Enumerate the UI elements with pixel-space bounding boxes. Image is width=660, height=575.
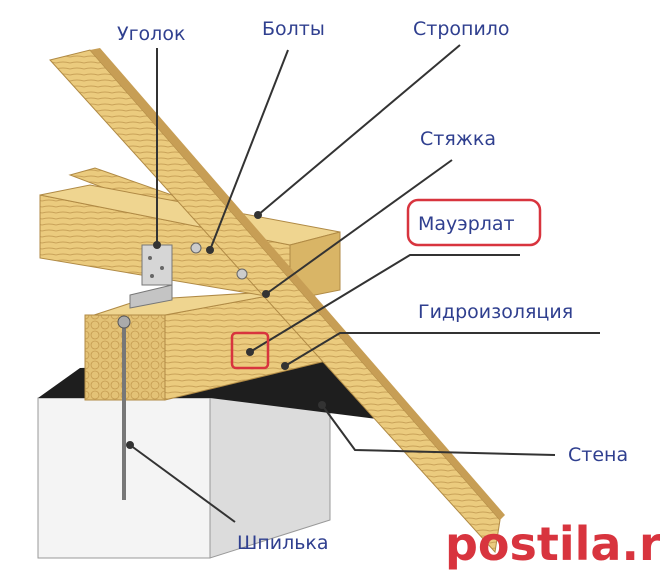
label-stena: Стена	[568, 444, 628, 466]
label-bolty: Болты	[262, 18, 325, 40]
label-shpilka: Шпилька	[237, 532, 329, 554]
label-gidroizolyaciya: Гидроизоляция	[418, 301, 573, 323]
label-mauerlat: Мауэрлат	[418, 213, 515, 235]
angle-bracket	[129, 244, 173, 309]
label-styazhka: Стяжка	[420, 128, 496, 150]
main-rafter	[49, 48, 505, 554]
bolts	[190, 242, 248, 280]
mauerlat-highlight-label	[406, 198, 542, 247]
label-ugolok: Уголок	[117, 23, 185, 45]
leader-dots	[126, 211, 326, 449]
mauerlat-highlight-small	[230, 331, 270, 370]
watermark: postila.ru	[445, 517, 660, 571]
label-stropilo: Стропило	[413, 18, 510, 40]
leader-lines	[129, 44, 600, 523]
threaded-rod	[117, 315, 131, 500]
